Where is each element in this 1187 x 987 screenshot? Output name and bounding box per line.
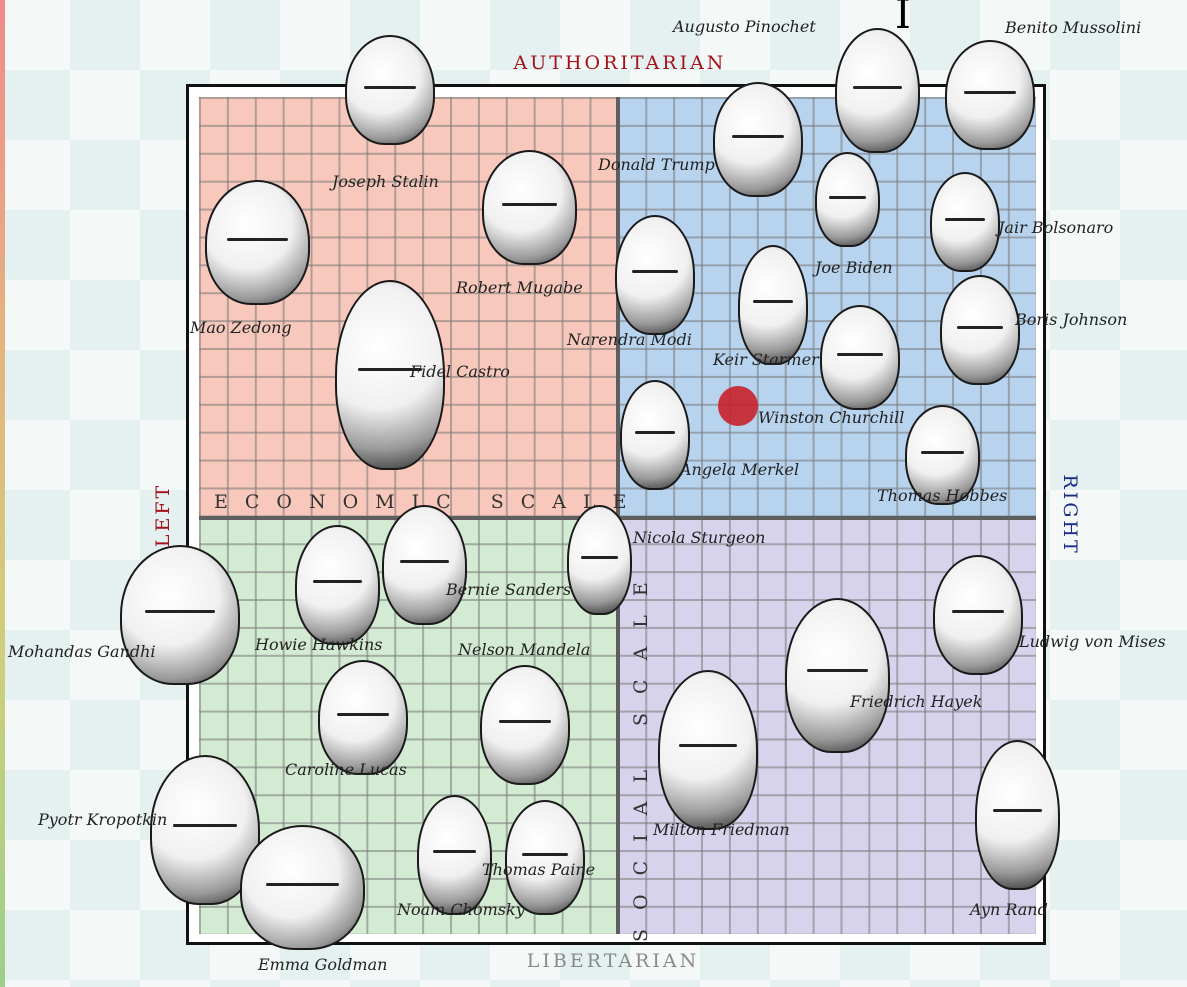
axis-label-left: LEFT	[152, 483, 174, 547]
social-scale-label: SOCIAL SCALE	[630, 563, 652, 942]
caroline-lucas-caricature-icon	[318, 660, 408, 775]
figure-name: Pyotr Kropotkin	[38, 810, 167, 829]
figure-name: Fidel Castro	[410, 362, 510, 381]
nelson-mandela-caricature-icon	[480, 665, 570, 785]
joe-biden-caricature-icon	[815, 152, 880, 247]
jair-bolsonaro-caricature-icon	[930, 172, 1000, 272]
joseph-stalin-caricature-icon	[345, 35, 435, 145]
figure-name: Joseph Stalin	[332, 172, 439, 191]
friedrich-hayek-caricature-icon	[785, 598, 890, 753]
milton-friedman-caricature-icon	[658, 670, 758, 830]
ludwig-von-mises-caricature-icon	[933, 555, 1023, 675]
howie-hawkins-caricature-icon	[295, 525, 380, 645]
figure-name: Milton Friedman	[653, 820, 790, 839]
narendra-modi-caricature-icon	[615, 215, 695, 335]
figure-name: Boris Johnson	[1015, 310, 1127, 329]
figure-name: Emma Goldman	[258, 955, 387, 974]
nicola-sturgeon-caricature-icon	[567, 505, 632, 615]
figure-name: Joe Biden	[815, 258, 893, 277]
figure-name: Howie Hawkins	[255, 635, 382, 654]
figure-name: Robert Mugabe	[456, 278, 583, 297]
figure-name: Mao Zedong	[190, 318, 292, 337]
figure-name: Keir Starmer	[713, 350, 819, 369]
figure-name: Benito Mussolini	[1005, 18, 1141, 37]
figure-name: Thomas Paine	[482, 860, 595, 879]
edge-stripe	[0, 0, 5, 987]
keir-starmer-caricature-icon	[738, 245, 808, 365]
thomas-paine-caricature-icon	[505, 800, 585, 915]
noam-chomsky-caricature-icon	[417, 795, 492, 915]
figure-name: Bernie Sanders	[446, 580, 571, 599]
donald-trump-caricature-icon	[713, 82, 803, 197]
axis-label-right: RIGHT	[1059, 474, 1081, 555]
benito-mussolini-caricature-icon	[945, 40, 1035, 150]
mao-zedong-caricature-icon	[205, 180, 310, 305]
robert-mugabe-caricature-icon	[482, 150, 577, 265]
corner-glyph: I	[895, 0, 911, 38]
boris-johnson-caricature-icon	[940, 275, 1020, 385]
figure-name: Caroline Lucas	[285, 760, 407, 779]
figure-name: Ayn Rand	[970, 900, 1048, 919]
augusto-pinochet-caricature-icon	[835, 28, 920, 153]
winston-churchill-caricature-icon	[820, 305, 900, 410]
figure-name: Thomas Hobbes	[877, 486, 1007, 505]
figure-name: Winston Churchill	[758, 408, 904, 427]
figure-name: Mohandas Gandhi	[8, 642, 156, 661]
figure-name: Ludwig von Mises	[1019, 632, 1166, 651]
mohandas-gandhi-caricature-icon	[120, 545, 240, 685]
figure-name: Noam Chomsky	[397, 900, 525, 919]
bernie-sanders-caricature-icon	[382, 505, 467, 625]
figure-name: Narendra Modi	[567, 330, 692, 349]
user-position-dot[interactable]	[718, 386, 758, 426]
emma-goldman-caricature-icon	[240, 825, 365, 950]
axis-label-libertarian: LIBERTARIAN	[0, 950, 1187, 972]
ayn-rand-caricature-icon	[975, 740, 1060, 890]
figure-name: Nicola Sturgeon	[633, 528, 765, 547]
figure-name: Jair Bolsonaro	[998, 218, 1113, 237]
figure-name: Friedrich Hayek	[850, 692, 982, 711]
figure-name: Donald Trump	[598, 155, 715, 174]
figure-name: Angela Merkel	[680, 460, 799, 479]
figure-name: Augusto Pinochet	[673, 17, 816, 36]
figure-name: Nelson Mandela	[458, 640, 590, 659]
